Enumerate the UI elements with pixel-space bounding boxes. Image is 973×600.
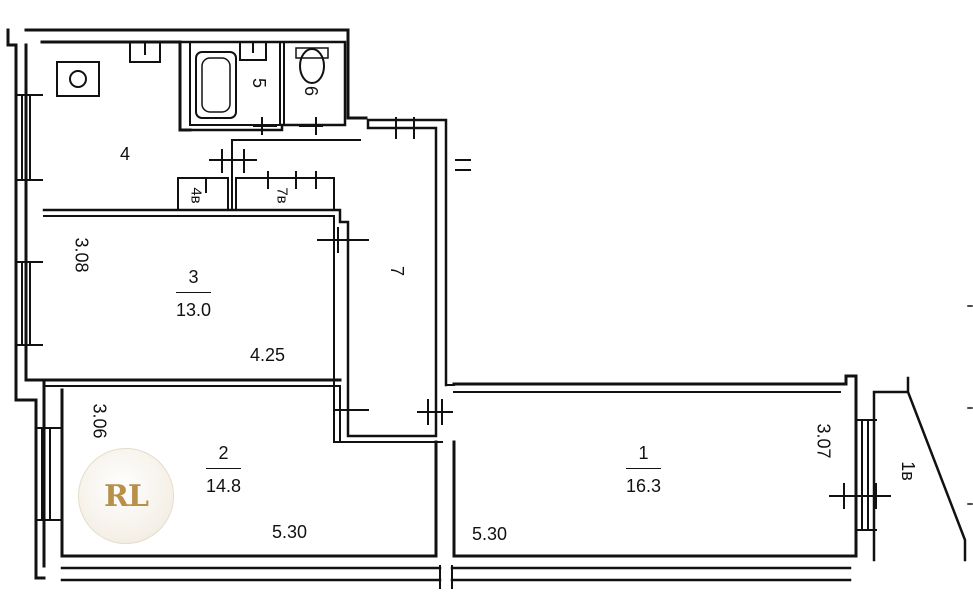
room-2-width-dimension: 5.30 bbox=[272, 522, 308, 542]
top-wall bbox=[24, 28, 368, 120]
room2-walls bbox=[60, 388, 438, 558]
agency-logo: RL bbox=[78, 448, 174, 544]
balcony-window bbox=[855, 419, 877, 531]
stove bbox=[56, 61, 100, 97]
room-2-number: 2 bbox=[206, 444, 242, 469]
bathtub bbox=[195, 51, 237, 119]
room-3-area: 13.0 bbox=[176, 300, 212, 320]
left-exterior-wall bbox=[6, 28, 46, 580]
closet-4v-label: 4в bbox=[187, 187, 205, 204]
room-1-width-dimension: 5.30 bbox=[472, 524, 508, 544]
room-2-area: 14.8 bbox=[206, 476, 242, 496]
window-left-middle bbox=[15, 261, 43, 346]
kitchen-sink bbox=[129, 43, 161, 63]
toilet bbox=[299, 48, 325, 84]
closet-4v bbox=[177, 177, 229, 211]
bath-sink bbox=[239, 43, 267, 61]
balcony bbox=[872, 376, 967, 562]
room-3-depth-dimension: 3.08 bbox=[71, 237, 92, 273]
room1-walls bbox=[452, 374, 858, 558]
agency-logo-monogram: RL bbox=[103, 479, 149, 514]
room-1-label: 1 16.3 bbox=[626, 444, 662, 496]
room-4-number: 4 bbox=[120, 144, 131, 164]
bottom-exterior-wall bbox=[60, 566, 852, 582]
room-1-area: 16.3 bbox=[626, 476, 662, 496]
room-5-number: 5 bbox=[249, 77, 270, 89]
room-7-number: 7 bbox=[387, 265, 408, 277]
window-left-lower bbox=[35, 427, 63, 521]
door-marks bbox=[205, 117, 891, 509]
room-6-number: 6 bbox=[301, 85, 322, 97]
room-1-depth-dimension: 3.07 bbox=[813, 423, 834, 459]
closet-7v-label: 7в bbox=[273, 187, 291, 204]
room-3-label: 3 13.0 bbox=[176, 268, 212, 320]
window-left-upper bbox=[15, 94, 43, 181]
room-3-number: 3 bbox=[176, 268, 212, 293]
room-2-depth-dimension: 3.06 bbox=[89, 403, 110, 439]
balcony-label: 1в bbox=[897, 461, 918, 481]
room-2-label: 2 14.8 bbox=[206, 444, 242, 496]
room4-bottom-wall bbox=[42, 118, 448, 438]
room-1-number: 1 bbox=[626, 444, 662, 469]
room-3-width-dimension: 4.25 bbox=[250, 345, 286, 365]
